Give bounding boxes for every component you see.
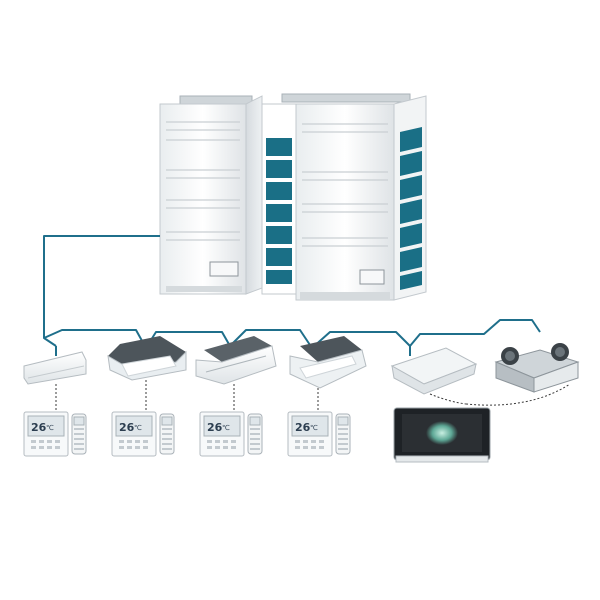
- temperature-readout: 26: [31, 421, 47, 434]
- indoor-unit-one-way-cassette: [195, 336, 277, 385]
- indoor-unit-duct-fresh-air: [494, 343, 580, 393]
- coil-grille-left: [266, 138, 292, 284]
- outdoor-unit-right: [261, 93, 427, 301]
- outdoor-unit-left: [159, 95, 263, 295]
- temperature-unit: ℃: [134, 425, 142, 432]
- indoor-unit-compact-cassette: [289, 336, 367, 389]
- wired-controller-set: 26℃: [199, 411, 263, 457]
- wired-controller-set: 26℃: [287, 411, 351, 457]
- temperature-readout: 26: [119, 421, 135, 434]
- remote-control: [335, 413, 351, 455]
- wired-controller-set: 26℃: [23, 411, 87, 457]
- wired-controller: 26℃: [111, 411, 157, 457]
- wired-controller: 26℃: [199, 411, 245, 457]
- wired-controller-set: 26℃: [111, 411, 175, 457]
- remote-control: [159, 413, 175, 455]
- temperature-unit: ℃: [46, 425, 54, 432]
- coil-grille-right: [400, 127, 422, 290]
- remote-control: [71, 413, 87, 455]
- temperature-readout: 26: [295, 421, 311, 434]
- indoor-unit-ceiling-floor: [390, 347, 478, 395]
- temperature-unit: ℃: [222, 425, 230, 432]
- wired-controller: 26℃: [23, 411, 69, 457]
- indoor-unit-four-way-cassette: [107, 336, 187, 381]
- central-touch-controller: [393, 407, 491, 463]
- control-wiring: [55, 380, 571, 412]
- indoor-unit-wall-mounted: [23, 351, 87, 385]
- temperature-readout: 26: [207, 421, 223, 434]
- wired-controller: 26℃: [287, 411, 333, 457]
- remote-control: [247, 413, 263, 455]
- temperature-unit: ℃: [310, 425, 318, 432]
